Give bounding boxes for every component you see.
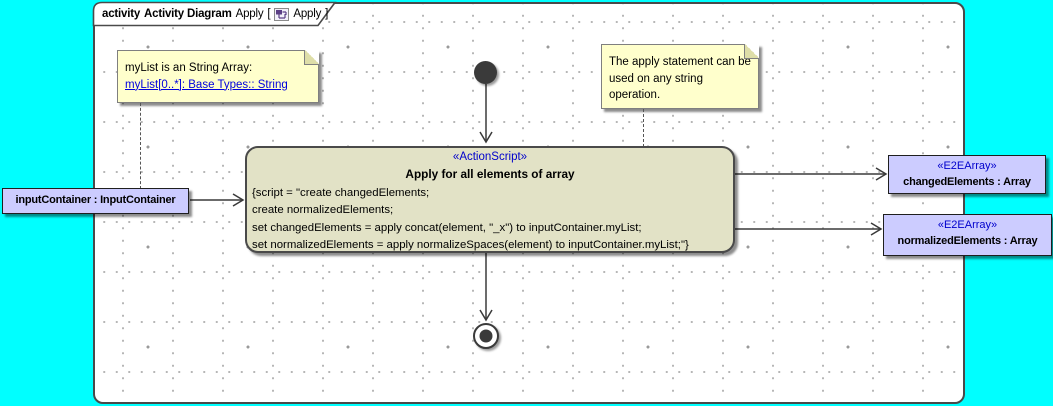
activity-diagram-icon <box>274 7 290 21</box>
object-input-label: inputContainer : InputContainer <box>15 194 176 206</box>
action-apply[interactable]: «ActionScript» Apply for all elements of… <box>245 146 735 253</box>
frame-diagram-type: Activity Diagram <box>144 8 232 20</box>
object-label: changedElements : Array <box>903 176 1031 188</box>
frame-instance-name: Apply <box>293 8 322 20</box>
final-node-core <box>479 329 493 343</box>
note-apply[interactable]: The apply statement can be used on any s… <box>601 44 759 109</box>
frame-diagram-name: Apply <box>235 8 264 20</box>
initial-node[interactable] <box>474 61 497 84</box>
script-line: {script = "create changedElements; <box>252 187 430 199</box>
note-mylist[interactable]: myList is an String Array: myList[0..*]:… <box>117 50 319 103</box>
frame-open-bracket: [ <box>267 8 271 20</box>
object-stereotype: «E2EArray» <box>937 160 997 172</box>
note-apply-line: used on any string <box>609 72 703 85</box>
object-stereotype: «E2EArray» <box>937 219 998 231</box>
frame-keyword: activity <box>102 8 141 20</box>
note-anchor-line <box>140 103 141 189</box>
note-apply-line: The apply statement can be <box>609 56 751 68</box>
note-fold-corner <box>304 50 319 65</box>
frame-close-bracket: ] <box>325 8 329 20</box>
note-anchor-line <box>643 109 644 147</box>
object-changed-elements[interactable]: «E2EArray» changedElements : Array <box>888 155 1046 194</box>
script-line: create normalizedElements; <box>252 204 394 217</box>
action-title: Apply for all elements of array <box>405 167 575 181</box>
object-input-container[interactable]: inputContainer : InputContainer <box>2 188 189 214</box>
note-apply-line: operation. <box>609 89 661 101</box>
note-fold-corner <box>744 44 759 59</box>
script-line: set changedElements = apply concat(eleme… <box>252 221 642 234</box>
final-node[interactable] <box>473 323 499 349</box>
frame-tab: activity Activity Diagram Apply [ Apply … <box>102 6 328 22</box>
note-mylist-link[interactable]: myList[0..*]: Base Types:: String <box>125 78 288 91</box>
object-label: normalizedElements : Array <box>897 235 1038 247</box>
object-normalized-elements[interactable]: «E2EArray» normalizedElements : Array <box>883 214 1052 256</box>
note-mylist-text: myList is an String Array: <box>125 62 253 74</box>
script-line: set normalizedElements = apply normalize… <box>252 239 689 252</box>
action-script: {script = "create changedElements; creat… <box>247 185 733 255</box>
action-stereotype: «ActionScript» <box>452 151 528 163</box>
